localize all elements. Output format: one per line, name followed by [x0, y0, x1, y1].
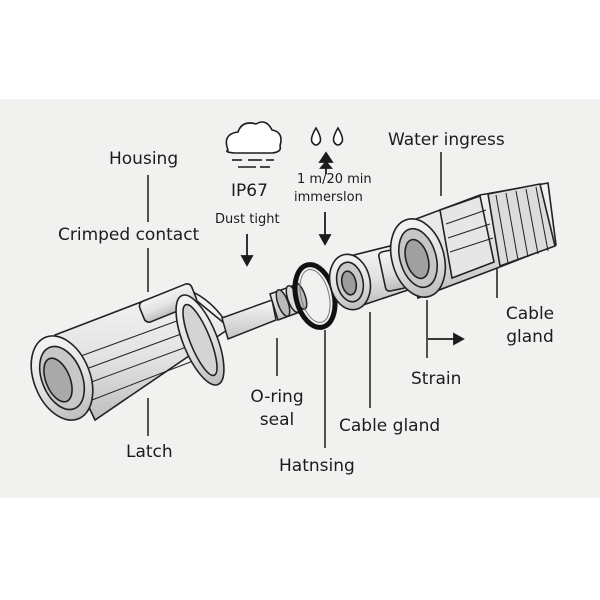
- label-strain: Strain: [411, 369, 462, 389]
- label-crimped-contact: Crimped contact: [58, 225, 200, 245]
- label-ip-code: IP67: [231, 181, 268, 201]
- label-oring-line2: seal: [259, 410, 295, 430]
- arrow-down-icon: [240, 234, 254, 267]
- cloud-rain-icon: [225, 121, 282, 168]
- label-immersion: immerslon: [294, 190, 363, 205]
- label-housing: Housing: [109, 149, 179, 169]
- water-drops-icon: [310, 126, 344, 146]
- arrow-right-icon: [428, 332, 465, 346]
- label-cable-gland-right-line1: Cable: [505, 304, 555, 324]
- label-cable-gland-right-line2: gland: [506, 327, 554, 347]
- label-immersion-depth: 1 m/20 min: [297, 172, 372, 187]
- arrow-up-icon: [318, 151, 334, 174]
- label-water-ingress: Water ingress: [388, 130, 505, 150]
- leader-lines: [147, 152, 498, 448]
- label-cable-gland-mid: Cable gland: [339, 416, 441, 436]
- left-housing: [30, 283, 232, 422]
- label-dust-tight: Dust tight: [215, 212, 280, 227]
- label-oring-line1: O-ring: [250, 387, 304, 407]
- label-hatnsing: Hatnsing: [279, 456, 355, 476]
- crimped-contact-pin: [221, 281, 308, 341]
- right-receptacle: [389, 182, 557, 300]
- label-latch: Latch: [126, 442, 173, 462]
- arrow-down-icon: [318, 212, 332, 246]
